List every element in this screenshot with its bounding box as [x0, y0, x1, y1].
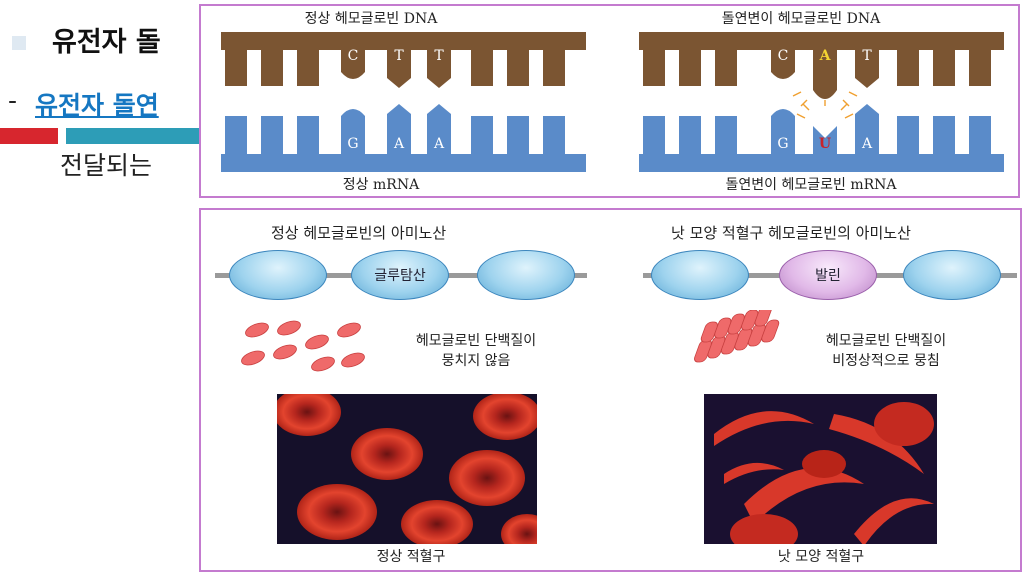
amino-acid-bead	[477, 250, 575, 300]
normal-protein-desc-2: 뭉치지 않음	[441, 353, 511, 369]
normal-dna-base-1: C	[347, 48, 359, 64]
mutant-mrna-base-1: G	[777, 136, 789, 152]
normal-mrna-base-3: A	[433, 136, 445, 152]
normal-mrna-base-2: A	[393, 136, 405, 152]
body-text: 전달되는	[60, 151, 153, 180]
dna-mrna-panel: 정상 헤모글로빈 DNA 돌연변이 헤모글로빈 DNA	[199, 4, 1020, 198]
normal-dna-label: 정상 헤모글로빈 DNA	[304, 11, 438, 27]
normal-amino-acid-title: 정상 헤모글로빈의 아미노산	[271, 224, 447, 242]
normal-protein-desc-1: 헤모글로빈 단백질이	[415, 333, 537, 349]
dna-mrna-diagram	[221, 32, 1004, 172]
glutamic-acid-bead: 글루탐산	[351, 250, 449, 300]
mutant-mrna-strand	[639, 104, 1004, 172]
normal-mrna-strand	[221, 104, 586, 172]
sickle-cell-caption: 낫 모양 적혈구	[777, 549, 865, 565]
normal-mrna-label: 정상 mRNA	[342, 177, 420, 193]
accent-bar-red	[0, 128, 58, 144]
accent-bar-teal	[66, 128, 202, 144]
mutant-dna-base-1: C	[777, 48, 789, 64]
subheading-link[interactable]: 유전자 돌연	[35, 91, 159, 120]
amino-acid-panel: 정상 헤모글로빈의 아미노산 낫 모양 적혈구 헤모글로빈의 아미노산 글루탐산…	[199, 208, 1022, 572]
slide-title: 유전자 돌	[52, 27, 161, 58]
scattered-hemoglobin-icon	[241, 320, 365, 372]
mutant-mrna-base-2: U	[818, 136, 832, 152]
normal-dna-strand	[221, 32, 586, 88]
valine-bead: 발린	[779, 250, 877, 300]
normal-blood-cell-image	[277, 394, 537, 544]
mutant-mrna-label: 돌연변이 헤모글로빈 mRNA	[725, 177, 897, 193]
amino-acid-bead	[229, 250, 327, 300]
amino-acid-bead	[903, 250, 1001, 300]
normal-cell-caption: 정상 적혈구	[376, 549, 446, 565]
mutant-dna-label: 돌연변이 헤모글로빈 DNA	[721, 11, 881, 27]
sickle-blood-cell-image	[704, 394, 937, 544]
amino-acid-bead	[651, 250, 749, 300]
clumped-hemoglobin-icon	[694, 310, 780, 363]
mutant-dna-strand	[639, 32, 1004, 99]
bullet-square-icon	[12, 36, 26, 50]
glutamic-acid-label: 글루탐산	[374, 268, 426, 284]
sickle-protein-desc-2: 비정상적으로 뭉침	[832, 353, 940, 369]
normal-dna-base-3: T	[434, 48, 444, 64]
valine-label: 발린	[815, 268, 841, 284]
sickle-protein-desc-1: 헤모글로빈 단백질이	[825, 333, 947, 349]
mutant-dna-base-2: A	[819, 48, 831, 64]
mutation-glow-icon	[792, 91, 858, 119]
mutant-mrna-base-3: A	[861, 136, 873, 152]
normal-dna-base-2: T	[394, 48, 404, 64]
subheading-dash: -	[8, 86, 18, 115]
sickle-amino-acid-title: 낫 모양 적혈구 헤모글로빈의 아미노산	[671, 224, 911, 242]
normal-mrna-base-1: G	[347, 136, 359, 152]
mutant-dna-base-3: T	[862, 48, 872, 64]
